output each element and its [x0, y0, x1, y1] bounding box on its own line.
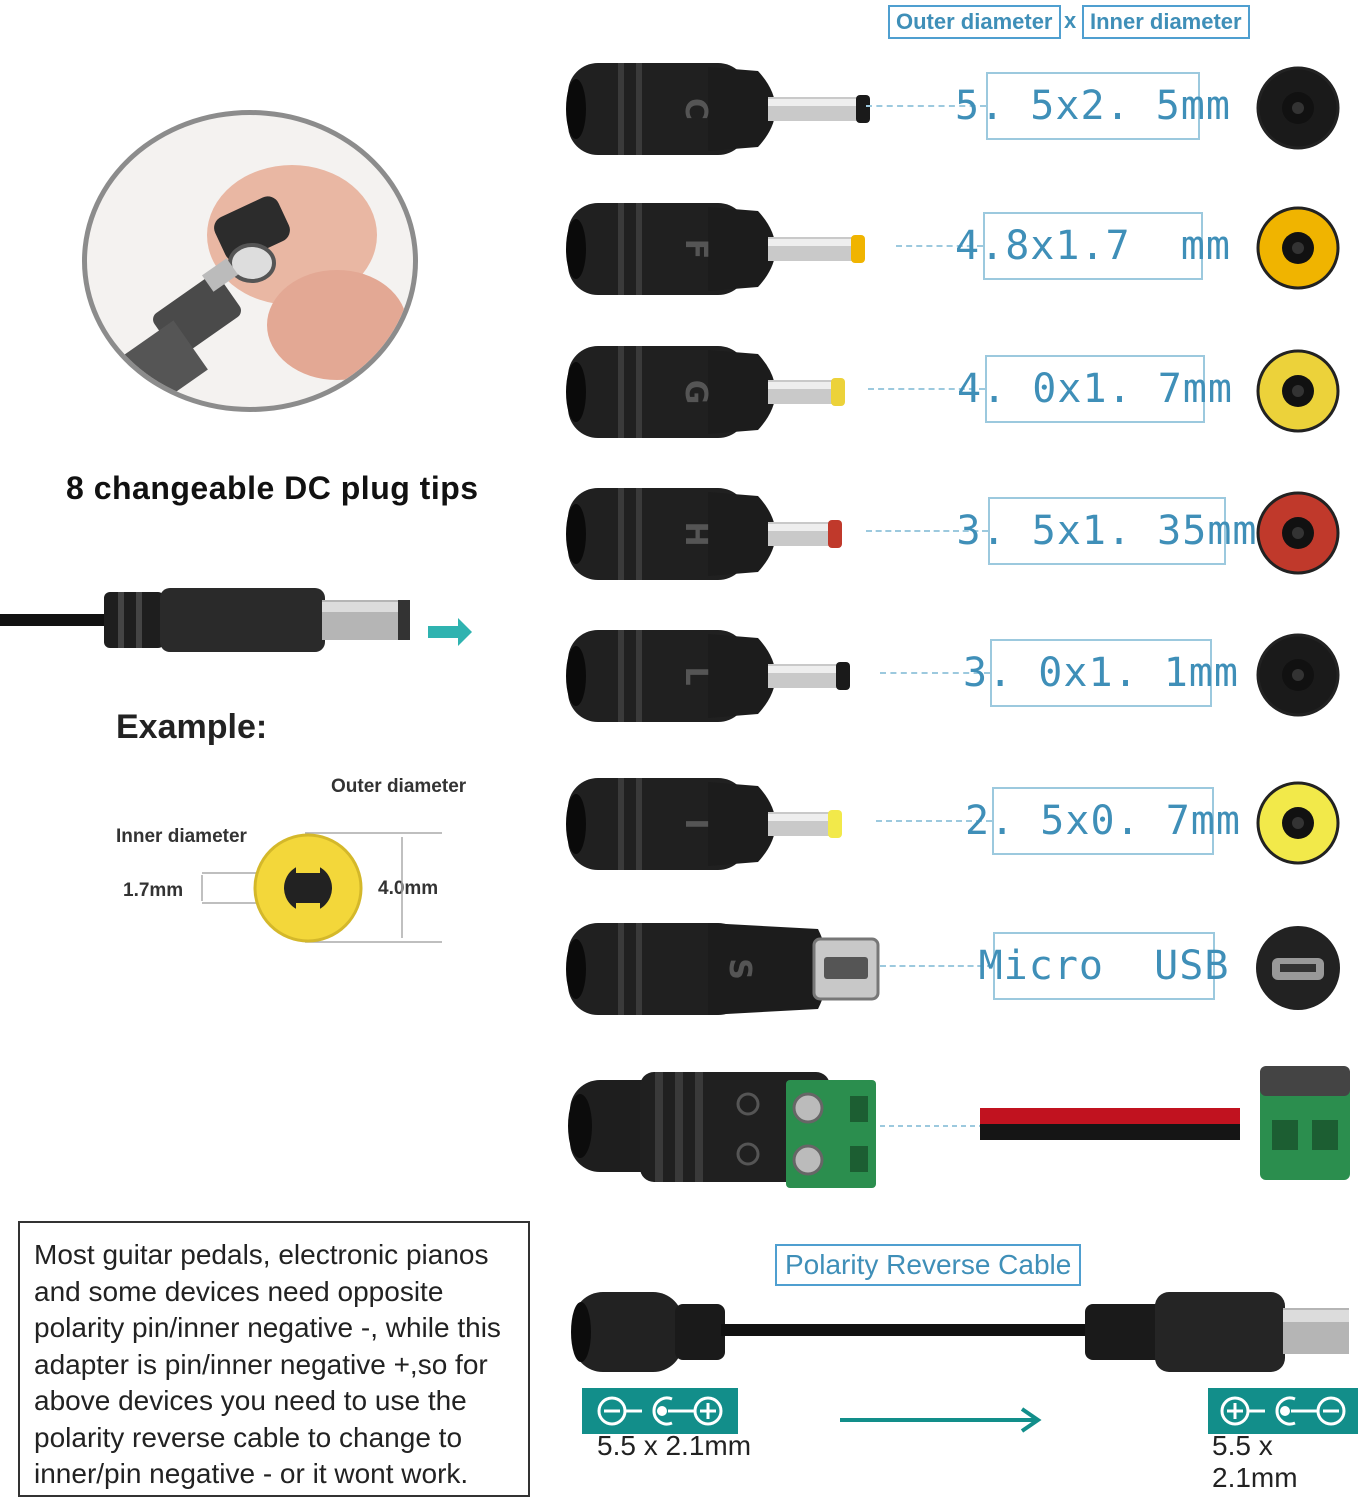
tip-letter: I: [678, 818, 713, 830]
left-size-label: 5.5 x 2.1mm: [597, 1430, 752, 1461]
size-label: 3. 5x1. 35mm: [957, 497, 1257, 565]
plug-end-view: [1256, 781, 1340, 865]
tip-letter: L: [678, 666, 713, 686]
outer-diameter-value: 4.0mm: [378, 878, 439, 899]
arrow-right-icon: [840, 1407, 1042, 1433]
outer-diameter-header: Outer diameter: [888, 5, 1061, 39]
tip-letter: C: [678, 97, 713, 121]
connector-line: [866, 530, 988, 532]
size-label: 3. 0x1. 1mm: [963, 639, 1238, 707]
tip-letter: H: [678, 521, 713, 547]
polarity-positive-center-icon: [1220, 1396, 1346, 1426]
size-label: 5. 5x2. 5mm: [955, 72, 1230, 140]
plug-tip-h: [566, 488, 842, 580]
polarity-note: Most guitar pedals, electronic pianos an…: [18, 1221, 530, 1497]
connector-line: [880, 672, 990, 674]
arrow-right-icon: [428, 618, 472, 646]
inner-diameter-value: 1.7mm: [123, 880, 184, 901]
polarity-reverse-title: Polarity Reverse Cable: [775, 1244, 1082, 1286]
inner-diameter-label: Inner diameter: [116, 826, 247, 847]
plug-tip-i: [566, 778, 842, 870]
size-label: Micro USB: [979, 932, 1228, 1000]
tip-letter: F: [678, 238, 713, 260]
example-diagram: [201, 832, 442, 943]
plug-tip-s: [566, 923, 880, 1015]
polarity-symbol-left: [582, 1388, 738, 1434]
plug-end-view: [1256, 66, 1340, 150]
size-label: 2. 5x0. 7mm: [965, 787, 1240, 855]
plug-end-view: [1256, 349, 1340, 433]
connector-line: [876, 820, 992, 822]
example-title: Example:: [116, 708, 268, 746]
connector-line: [868, 388, 985, 390]
outer-diameter-label: Outer diameter: [331, 776, 467, 797]
terminal-block-adapter: [568, 1066, 1350, 1188]
plug-tip-f: [566, 203, 865, 295]
tips-title: 8 changeable DC plug tips: [66, 470, 479, 506]
inner-diameter-header: Inner diameter: [1082, 5, 1250, 39]
polarity-symbol-right: [1208, 1388, 1358, 1434]
plug-end-view: [1256, 491, 1340, 575]
connector-line: [866, 105, 986, 107]
plug-end-view: [1256, 206, 1340, 290]
dc-cable: [0, 588, 472, 652]
plug-tip-l: [566, 630, 850, 722]
polarity-reverse-cable: [571, 1292, 1349, 1372]
size-label: 4. 0x1. 7mm: [957, 355, 1232, 423]
hand-illustration: [116, 165, 407, 407]
connector-line: [880, 965, 993, 967]
plug-end-view: [1256, 633, 1340, 717]
times-sign: x: [1064, 8, 1077, 33]
connector-line: [896, 245, 983, 247]
tip-letter: S: [722, 958, 757, 980]
hand-photo: [82, 110, 418, 412]
right-size-label: 5.5 x 2.1mm: [1212, 1430, 1298, 1493]
polarity-negative-center-icon: [597, 1396, 723, 1426]
size-label: 4.8x1.7 mm: [955, 212, 1230, 280]
plug-tip-g: [566, 346, 845, 438]
tip-letter: G: [678, 379, 713, 405]
plug-end-view: [1256, 926, 1340, 1010]
plug-tip-c: [566, 63, 870, 155]
